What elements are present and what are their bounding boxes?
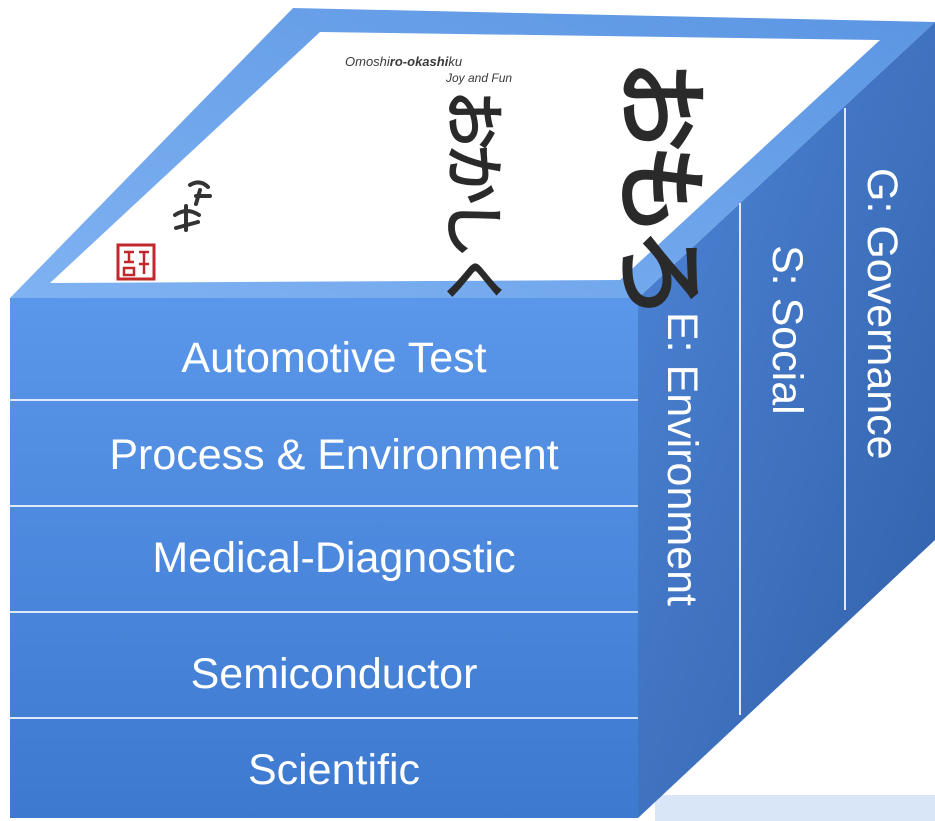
row-label-scientific: Scientific: [248, 746, 420, 794]
calligraphy-line-1: おもろ: [606, 60, 714, 312]
side-column-dividers: [739, 108, 846, 715]
cube-shadow: [655, 795, 935, 821]
red-seal-stamp: [116, 243, 156, 281]
calligraphy-line-2: おかしく: [437, 90, 507, 306]
row-label-automotive-test: Automotive Test: [181, 334, 486, 382]
top-face-artwork: Omoshiro-okashiku Joy and Fun おもろ おかしく: [116, 54, 714, 312]
column-label-governance: G: Governance: [858, 168, 906, 460]
front-row-dividers: [10, 399, 638, 719]
row-label-process-environment: Process & Environment: [109, 431, 558, 479]
column-label-social: S: Social: [763, 245, 811, 415]
row-label-medical-diagnostic: Medical-Diagnostic: [152, 534, 515, 582]
brand-tagline: Joy and Fun: [445, 71, 512, 85]
artist-signature: [173, 180, 212, 232]
calligraphy-paper: [50, 32, 880, 283]
cube-front-face: [10, 298, 638, 818]
brand-romaji: Omoshiro-okashiku: [345, 54, 462, 69]
row-label-semiconductor: Semiconductor: [191, 650, 478, 698]
column-label-environment: E: Environment: [658, 312, 706, 606]
red-seal-marks: [122, 250, 149, 277]
cube-side-face: [638, 22, 935, 818]
